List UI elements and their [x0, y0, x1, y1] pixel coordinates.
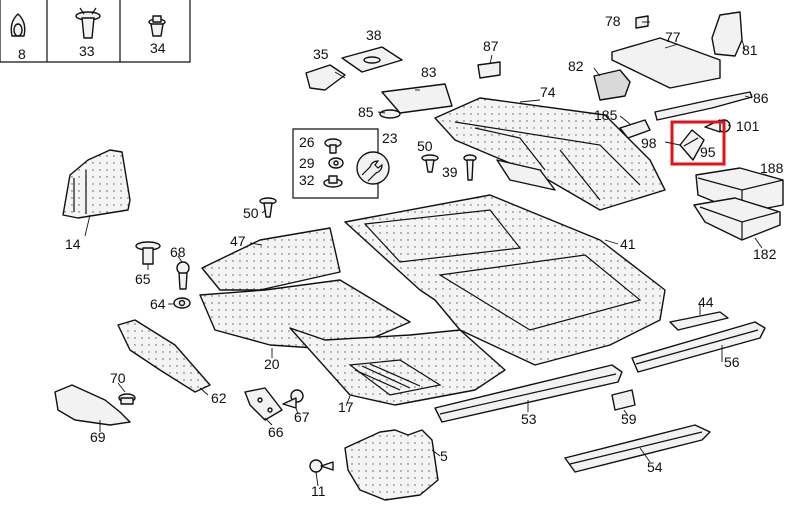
label-39: 39: [442, 164, 458, 180]
label-34: 34: [150, 40, 166, 56]
plate-66: [244, 387, 283, 421]
strip-44: [669, 311, 729, 331]
clip-95-icon: [679, 129, 705, 161]
label-83: 83: [421, 64, 437, 80]
cover-35: [305, 64, 346, 91]
clip-59: [611, 389, 636, 411]
bracket-69: [54, 384, 131, 426]
floor-mat-20: [199, 279, 411, 351]
label-50b: 50: [243, 205, 259, 221]
fastener-kit-icons: [323, 138, 390, 188]
label-81: 81: [742, 42, 758, 58]
clip-39-icon: [463, 154, 477, 181]
label-47: 47: [230, 233, 246, 249]
sill-54: [564, 424, 711, 473]
label-26: 26: [299, 134, 315, 150]
cover-83: [381, 83, 453, 114]
label-41: 41: [620, 236, 636, 252]
tray-182: [693, 197, 781, 241]
bracket-81: [711, 11, 743, 57]
wrench-icon: [356, 151, 390, 185]
label-65: 65: [135, 271, 151, 287]
label-23: 23: [382, 130, 398, 146]
label-54: 54: [647, 459, 663, 475]
fastener-kit-box: [292, 128, 379, 199]
label-95: 95: [700, 144, 716, 160]
label-67: 67: [294, 409, 310, 425]
part-labels: 8 33 34 38 35 83 85 26 29 32 23 50 39 87…: [18, 13, 784, 499]
label-77: 77: [665, 29, 681, 45]
label-32: 32: [299, 172, 315, 188]
side-panel-5: [344, 429, 439, 501]
bracket-87: [477, 61, 501, 79]
label-70: 70: [110, 370, 126, 386]
label-29: 29: [299, 155, 315, 171]
label-101: 101: [736, 118, 760, 134]
bracket-185: [619, 119, 651, 139]
label-14: 14: [65, 236, 81, 252]
fastener-65-68-64: [135, 241, 191, 309]
label-5: 5: [440, 448, 448, 464]
panel-77: [611, 37, 721, 89]
label-33: 33: [79, 43, 95, 59]
leader-lines: [84, 21, 763, 487]
washer-85: [379, 109, 401, 119]
label-68: 68: [170, 244, 186, 260]
label-82: 82: [568, 58, 584, 74]
strip-86: [654, 91, 753, 121]
fastener-70: [118, 393, 136, 405]
label-74: 74: [540, 84, 556, 100]
label-38: 38: [366, 27, 382, 43]
label-35: 35: [313, 46, 329, 62]
floor-mat-17: [289, 327, 506, 406]
clip-34-icon: [148, 15, 166, 37]
clip-50-icon: [259, 154, 439, 218]
label-44: 44: [698, 294, 714, 310]
label-87: 87: [483, 38, 499, 54]
clip-8-icon: [10, 13, 26, 37]
bolt-67: [282, 389, 304, 409]
label-98: 98: [641, 135, 657, 151]
fastener-legend: [0, 0, 191, 63]
floor-panel-41: [344, 194, 666, 366]
label-62: 62: [211, 390, 227, 406]
label-53: 53: [521, 411, 537, 427]
label-182: 182: [753, 246, 777, 262]
label-64: 64: [150, 296, 166, 312]
side-panel-62: [117, 319, 211, 393]
fastener-11: [309, 459, 334, 473]
label-17: 17: [338, 399, 354, 415]
label-59: 59: [621, 411, 637, 427]
clip-33-icon: [75, 7, 101, 39]
label-69: 69: [90, 429, 106, 445]
label-85: 85: [358, 104, 374, 120]
label-78: 78: [605, 13, 621, 29]
side-panel-14: [62, 149, 131, 219]
box-82: [593, 69, 631, 101]
label-66: 66: [268, 424, 284, 440]
label-185: 185: [594, 107, 618, 123]
label-11: 11: [311, 483, 326, 499]
label-86: 86: [753, 90, 769, 106]
trunk-floor-74: [434, 97, 666, 211]
label-8: 8: [18, 46, 26, 62]
label-20: 20: [264, 356, 280, 372]
floor-mat-47: [201, 227, 341, 291]
label-50a: 50: [417, 138, 433, 154]
label-56: 56: [724, 354, 740, 370]
label-188: 188: [760, 160, 784, 176]
